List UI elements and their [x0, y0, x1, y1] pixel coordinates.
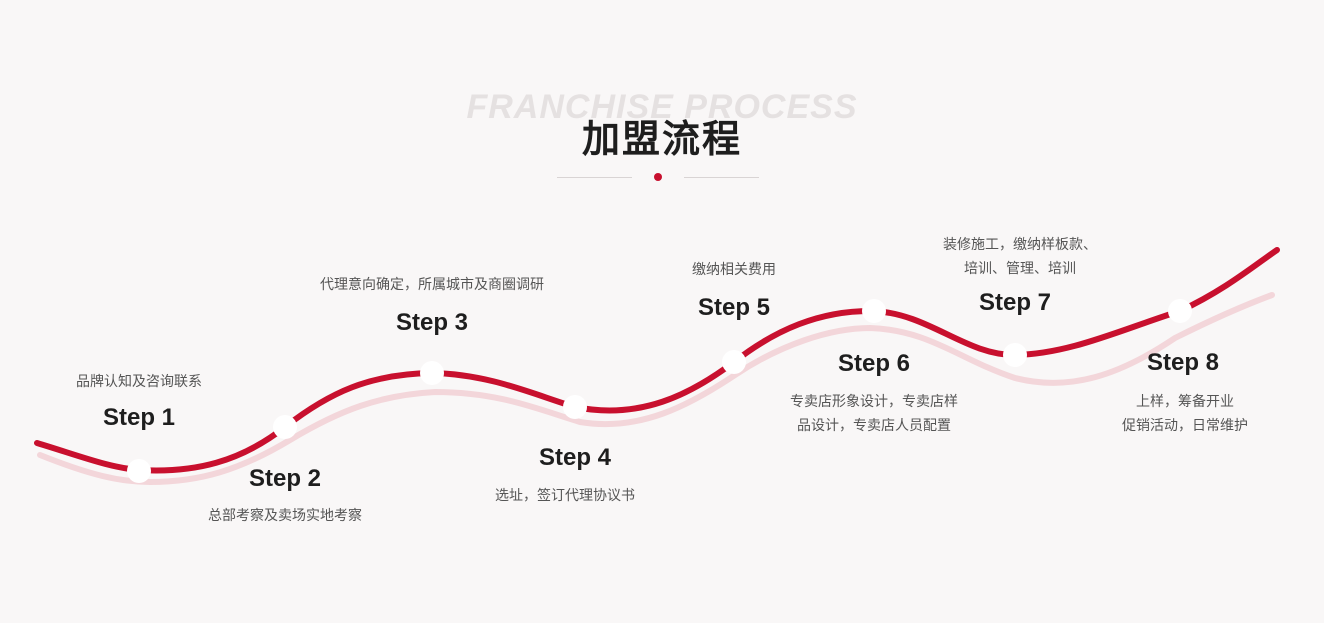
title-divider-dot — [654, 173, 662, 181]
step-7-desc-line-2: 培训、管理、培训 — [964, 261, 1076, 277]
step-6-label: Step 6 — [837, 350, 911, 377]
title-divider-right — [684, 177, 759, 178]
step-5-label: Step 5 — [697, 294, 771, 321]
step-5-description: 缴纳相关费用 — [692, 258, 776, 282]
step-6-desc-line-1: 专卖店形象设计，专卖店样 — [790, 394, 958, 410]
step-6-desc-line-2: 品设计，专卖店人员配置 — [797, 418, 951, 434]
step-4-node — [563, 395, 587, 419]
step-4-desc-line: 选址，签订代理协议书 — [495, 488, 635, 504]
page-title: 加盟流程 — [581, 117, 742, 161]
title-divider-left — [557, 177, 632, 178]
wave-main-curve — [34, 247, 1280, 474]
step-nodes — [127, 299, 1192, 483]
step-3-desc-line: 代理意向确定，所属城市及商圈调研 — [320, 277, 544, 293]
step-3-node — [420, 361, 444, 385]
wave-shadow-curve — [37, 292, 1275, 486]
step-8-label: Step 8 — [1146, 349, 1220, 376]
step-6-node — [862, 299, 886, 323]
step-7-label: Step 7 — [978, 289, 1052, 316]
step-7-description: 装修施工，缴纳样板款、 培训、管理、培训 — [943, 233, 1097, 281]
step-4-description: 选址，签订代理协议书 — [495, 484, 635, 508]
step-3-description: 代理意向确定，所属城市及商圈调研 — [320, 273, 544, 297]
step-4-label: Step 4 — [538, 444, 612, 471]
step-2-label: Step 2 — [248, 465, 322, 492]
step-2-node — [273, 415, 297, 439]
step-8-node — [1168, 299, 1192, 323]
step-1-desc-line: 品牌认知及咨询联系 — [76, 374, 202, 390]
step-7-node — [1003, 343, 1027, 367]
step-7-desc-line-1: 装修施工，缴纳样板款、 — [943, 237, 1097, 253]
step-6-description: 专卖店形象设计，专卖店样 品设计，专卖店人员配置 — [790, 390, 958, 438]
step-8-desc-line-2: 促销活动，日常维护 — [1122, 418, 1248, 434]
step-8-description: 上样，筹备开业 促销活动，日常维护 — [1122, 390, 1248, 438]
step-2-description: 总部考察及卖场实地考察 — [208, 504, 362, 528]
step-2-desc-line: 总部考察及卖场实地考察 — [208, 508, 362, 524]
step-8-desc-line-1: 上样，筹备开业 — [1136, 394, 1234, 410]
step-1-label: Step 1 — [102, 404, 176, 431]
step-3-label: Step 3 — [395, 309, 469, 336]
step-5-node — [722, 350, 746, 374]
step-5-desc-line: 缴纳相关费用 — [692, 262, 776, 278]
background-title: FRANCHISE PROCESS — [466, 88, 858, 126]
step-1-node — [127, 459, 151, 483]
step-1-description: 品牌认知及咨询联系 — [76, 370, 202, 394]
